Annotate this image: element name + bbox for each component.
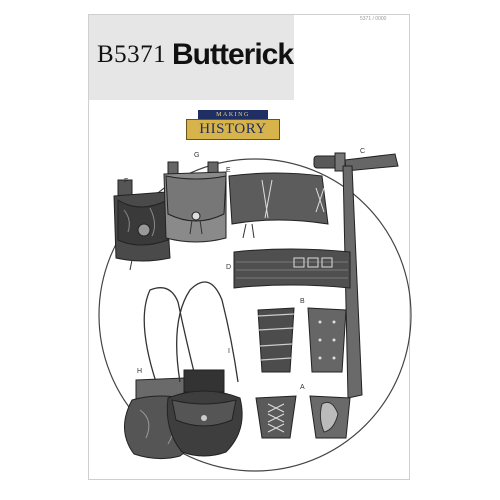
pouch-g	[163, 161, 227, 243]
belt-e	[228, 172, 329, 239]
bracers-b	[257, 307, 347, 373]
view-label-i: I	[228, 348, 230, 355]
view-label-a: A	[300, 384, 305, 391]
barcode-text: 5371 / 0000	[360, 16, 387, 22]
belt-d	[233, 248, 351, 289]
view-label-d: D	[226, 264, 232, 271]
badge-main-text: HISTORY	[186, 119, 280, 140]
making-history-badge: MAKING HISTORY	[186, 110, 280, 141]
cuffs-a	[255, 395, 351, 439]
view-label-g: G	[194, 152, 200, 159]
brand-logo: Butterick	[172, 38, 294, 71]
pouch-i	[166, 281, 243, 457]
view-label-b: B	[300, 298, 305, 305]
pattern-number: B5371	[97, 41, 167, 68]
pouch-f	[113, 179, 171, 271]
belt-c	[313, 152, 399, 399]
title-block	[89, 15, 294, 100]
view-label-f: F	[124, 178, 129, 185]
view-label-c: C	[360, 148, 366, 155]
badge-top-text: MAKING	[198, 110, 268, 120]
view-label-h: H	[137, 368, 143, 375]
view-label-e: E	[226, 167, 231, 174]
